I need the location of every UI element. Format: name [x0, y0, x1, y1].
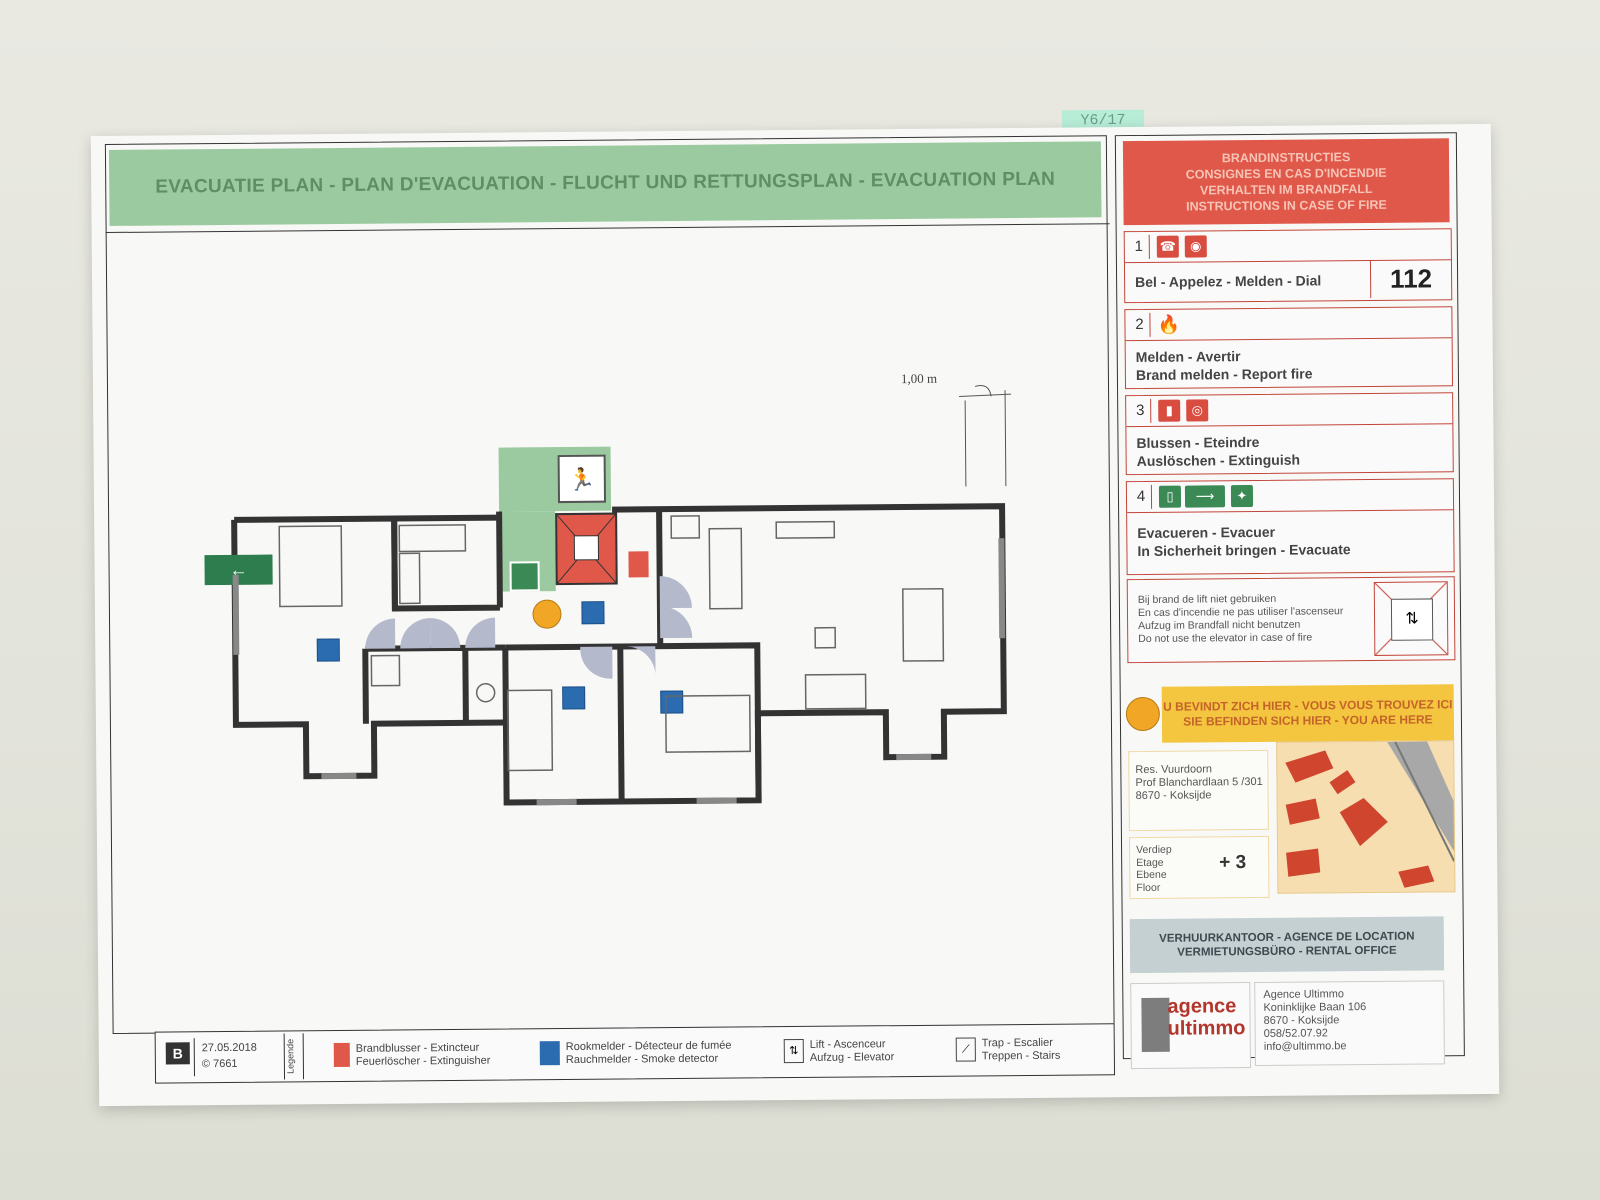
you-are-here-marker [532, 599, 562, 629]
fire-step-1: 1 ☎ ◉ Bel - Appelez - Melden - Dial 112 [1123, 228, 1453, 304]
fire-instructions-heading: BRANDINSTRUCTIES CONSIGNES EN CAS D'INCE… [1122, 138, 1450, 226]
you-are-here-dot [1125, 696, 1161, 732]
location-minimap [1276, 740, 1456, 894]
exit-door-marker [509, 561, 540, 592]
apartment-walls [231, 503, 1007, 806]
extinguisher-marker [628, 551, 649, 578]
floor-plan: 1,00 m 🏃 [204, 371, 1012, 806]
legend-smoke-detector: Rookmelder - Détecteur de fumée Rauchmel… [565, 1039, 732, 1067]
evacuation-plan-sheet: EVACUATIE PLAN - PLAN D'EVACUATION - FLU… [90, 123, 1500, 1107]
smoke-detector-icon [539, 1041, 560, 1066]
windows [232, 538, 1006, 806]
svg-text:←: ← [229, 560, 247, 580]
fire-step-3: 3 ▮ ◎ Blussen - Eteindre Auslöschen - Ex… [1125, 392, 1454, 476]
exit-arrow-sign: ← [204, 554, 273, 586]
building-address: Res. Vuurdoorn Prof Blanchardlaan 5 /301… [1128, 749, 1269, 832]
exit-door-icon: ▯ [1158, 485, 1182, 508]
you-are-here-banner: U BEVINDT ZICH HIER - VOUS VOUS TROUVEZ … [1161, 684, 1455, 743]
floor-value: + 3 [1219, 852, 1247, 874]
flame-icon: 🔥 [1157, 314, 1180, 335]
furniture [278, 515, 945, 772]
scale-bar: 1,00 m [901, 371, 1012, 487]
extinguisher-icon: ▮ [1158, 399, 1181, 422]
rental-office-heading: VERHUURKANTOOR - AGENCE DE LOCATION VERM… [1129, 916, 1445, 974]
rental-office-contact: Agence Ultimmo Koninklijke Baan 106 8670… [1254, 980, 1445, 1067]
fire-hose-icon: ◎ [1186, 399, 1209, 422]
agency-logo: agence ultimmo [1130, 982, 1251, 1070]
phone-icon: ☎ [1156, 235, 1179, 258]
no-elevator-icon: ⇅ [1373, 581, 1449, 656]
badge: B [161, 1038, 196, 1077]
fire-step-4: 4 ▯ ⟶ ✦ Evacueren - Evacuer In Sicherhei… [1125, 478, 1455, 576]
legend-extinguisher: Brandblusser - Extincteur Feuerlöscher -… [355, 1041, 491, 1068]
step-number: 1 [1128, 234, 1150, 260]
elevator-icon: ⇅ [783, 1038, 804, 1064]
scale-label: 1,00 m [901, 371, 937, 386]
legend-label: Legende [283, 1033, 305, 1080]
stairs-icon: ⟋ [955, 1037, 976, 1062]
floor-indicator: Verdiep Etage Ebene Floor + 3 [1128, 835, 1270, 900]
assembly-point-icon: ✦ [1230, 484, 1254, 508]
svg-text:🏃: 🏃 [568, 467, 596, 492]
legend-strip: B 27.05.2018 © 7661 Legende Brandblusser… [154, 1023, 1116, 1084]
elevator-warning: Bij brand de lift niet gebruiken En cas … [1126, 576, 1456, 664]
legend-elevator: Lift - Ascenceur Aufzug - Elevator [809, 1038, 895, 1064]
fire-alarm-icon: ◉ [1184, 235, 1207, 258]
exit-arrow-icon: ⟶ [1184, 485, 1226, 508]
emergency-exit-sign: 🏃 [557, 454, 607, 504]
step-1-text: Bel - Appelez - Melden - Dial [1135, 272, 1322, 291]
door-swings [365, 576, 693, 679]
legend-meta: 27.05.2018 © 7661 [201, 1041, 257, 1071]
elevator [555, 512, 618, 586]
legend-stairs: Trap - Escalier Treppen - Stairs [981, 1036, 1061, 1063]
fire-step-2: 2 🔥 Melden - Avertir Brand melden - Repo… [1124, 306, 1454, 390]
extinguisher-icon [333, 1042, 350, 1068]
emergency-number: 112 [1369, 259, 1452, 298]
